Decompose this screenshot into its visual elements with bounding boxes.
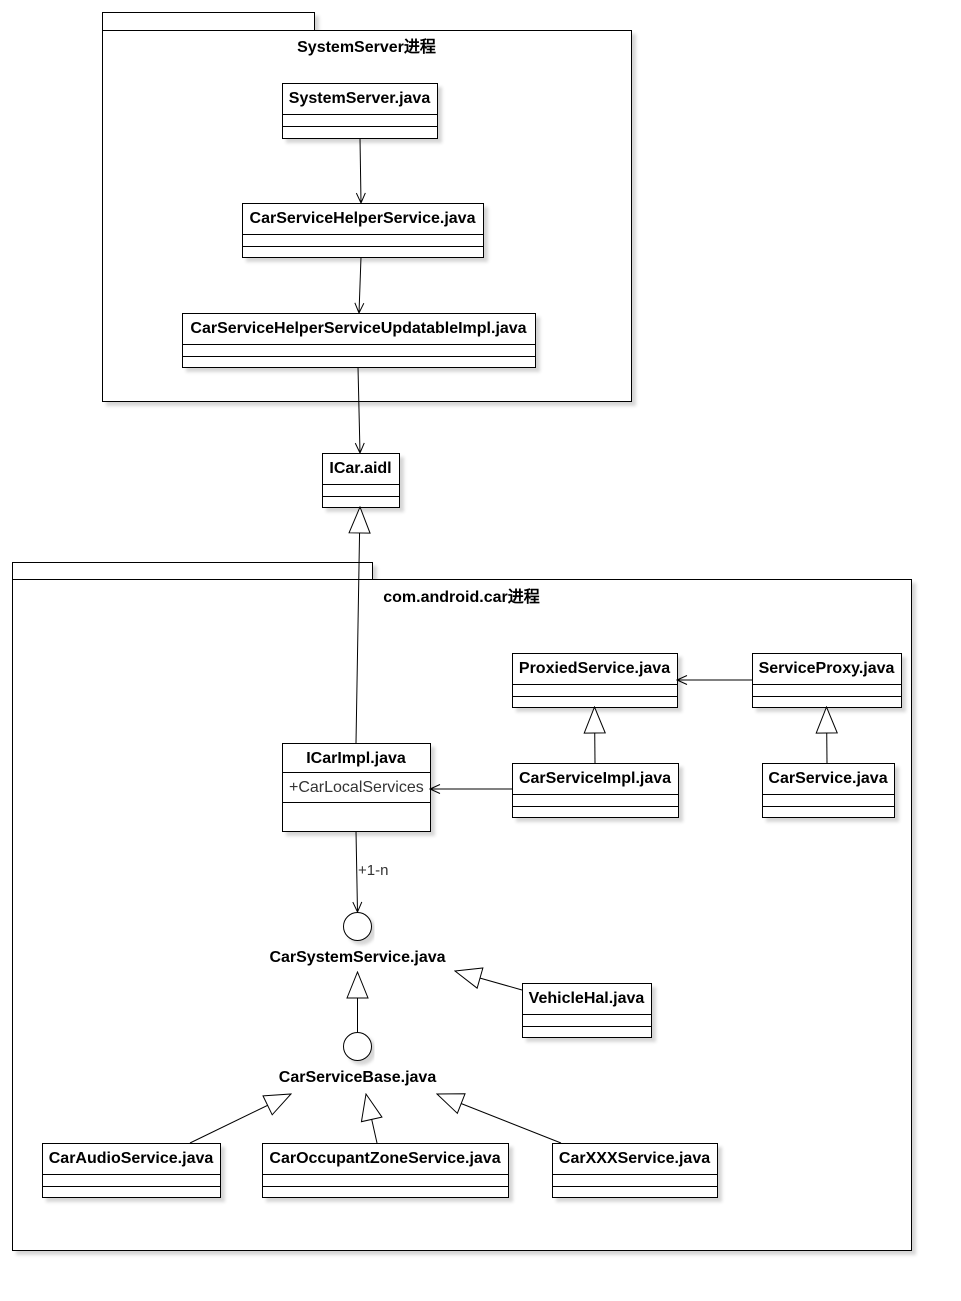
class-name: CarOccupantZoneService.java (269, 1150, 500, 1167)
class-carserviceimpl: CarServiceImpl.java (512, 763, 679, 818)
class-icarimpl: ICarImpl.java +CarLocalServices (282, 743, 431, 832)
class-name: ProxiedService.java (519, 660, 670, 677)
class-carservicehelperserviceupdatableimpl: CarServiceHelperServiceUpdatableImpl.jav… (182, 313, 536, 368)
edge-updatableimpl-to-icar-aidl (358, 366, 360, 453)
class-attribute: +CarLocalServices (289, 779, 424, 796)
class-systemserver: SystemServer.java (282, 83, 438, 139)
package-tab (12, 562, 373, 580)
package-label: com.android.car进程 (383, 588, 539, 606)
interface-carsystemservice: CarSystemService.java (269, 912, 446, 966)
class-icar-aidl: ICar.aidl (322, 453, 400, 508)
class-name: ServiceProxy.java (759, 660, 895, 677)
class-carservice: CarService.java (762, 763, 895, 818)
class-vehiclehal: VehicleHal.java (522, 983, 652, 1038)
class-name: CarService.java (768, 770, 887, 787)
edge-carserviceimpl-extends-proxiedservice (595, 707, 596, 764)
class-caraudioservice: CarAudioService.java (42, 1143, 221, 1198)
class-name: VehicleHal.java (529, 990, 645, 1007)
class-name: ICar.aidl (329, 460, 391, 477)
edge-icarimpl-to-carsystemservice (356, 830, 358, 912)
interface-carservicebase: CarServiceBase.java (279, 1032, 437, 1086)
interface-circle (343, 1032, 372, 1061)
class-carxxxservice: CarXXXService.java (552, 1143, 718, 1198)
class-name: CarServiceHelperServiceUpdatableImpl.jav… (190, 320, 526, 337)
edge-icarimpl-implements-icar-aidl (356, 507, 360, 744)
class-name: CarServiceImpl.java (519, 770, 671, 787)
edge-systemserver-to-carservicehelperservice (360, 137, 361, 203)
package-tab (102, 12, 315, 31)
class-carservicehelperservice: CarServiceHelperService.java (242, 203, 484, 258)
class-name: CarXXXService.java (559, 1150, 710, 1167)
class-caroccupantzoneservice: CarOccupantZoneService.java (262, 1143, 509, 1198)
class-name: CarAudioService.java (49, 1150, 214, 1167)
edge-carservicehelperservice-to-updatableimpl (359, 256, 361, 313)
class-name: SystemServer.java (289, 90, 431, 107)
interface-name: CarServiceBase.java (279, 1069, 437, 1086)
edge-carxxxservice-implements-carservicebase (437, 1094, 562, 1144)
edge-carservice-extends-serviceproxy (827, 707, 828, 764)
class-name: ICarImpl.java (306, 750, 406, 767)
interface-name: CarSystemService.java (269, 949, 445, 966)
class-proxiedservice: ProxiedService.java (512, 653, 678, 708)
edge-caraudioservice-implements-carservicebase (189, 1094, 291, 1144)
edge-caroccupantzoneservice-implements-carservicebase (366, 1094, 377, 1144)
interface-circle (343, 912, 372, 941)
edge-vehiclehal-implements-carsystemservice (455, 971, 523, 991)
multiplicity-label: +1-n (358, 862, 388, 879)
package-label: SystemServer进程 (297, 38, 436, 56)
edges (189, 137, 828, 1144)
class-name: CarServiceHelperService.java (250, 210, 476, 227)
class-serviceproxy: ServiceProxy.java (752, 653, 902, 708)
